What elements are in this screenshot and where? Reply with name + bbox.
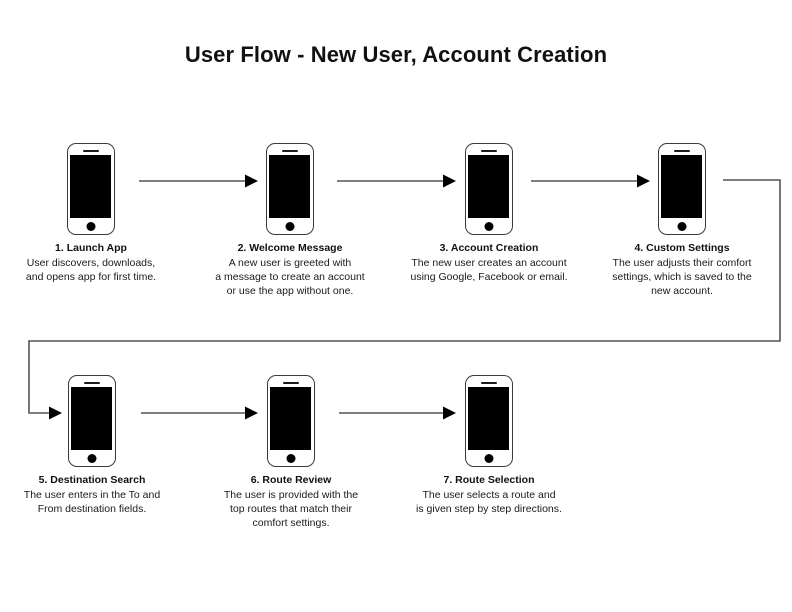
step-description-line: User discovers, downloads,	[26, 257, 156, 269]
step-description-line: using Google, Facebook or email.	[410, 271, 568, 283]
step-description-3: The new user creates an account using Go…	[397, 256, 581, 284]
phone-home-button-icon	[285, 222, 295, 231]
phone-home-button-icon	[484, 454, 494, 463]
step-description-6: The user is provided with the top routes…	[199, 488, 383, 530]
arrow-step5-to-step6	[141, 406, 258, 420]
step-caption-5: 5. Destination Search The user enters in…	[0, 473, 184, 516]
step-title-6: 6. Route Review	[250, 474, 332, 486]
step-description-line: The new user creates an account	[411, 257, 567, 269]
phone-screen	[468, 155, 510, 218]
phone-home-button-icon	[87, 454, 97, 463]
arrow-step3-to-step4	[531, 174, 650, 188]
phone-speaker-icon	[481, 382, 497, 385]
step-caption-3: 3. Account Creation The new user creates…	[397, 241, 581, 284]
smartphone-icon-step-2	[266, 143, 314, 235]
step-description-line: The user enters in the To and	[23, 489, 161, 501]
step-description-1: User discovers, downloads, and opens app…	[0, 256, 183, 284]
step-description-line: new account.	[651, 285, 713, 297]
phone-speaker-icon	[674, 150, 690, 153]
arrow-step1-to-step2	[139, 174, 258, 188]
phone-home-button-icon	[677, 222, 687, 231]
step-description-4: The user adjusts their comfort settings,…	[590, 256, 774, 298]
step-description-line: The user adjusts their comfort	[612, 257, 752, 269]
step-title-2: 2. Welcome Message	[237, 242, 343, 254]
step-title-3: 3. Account Creation	[439, 242, 539, 254]
page-title: User Flow - New User, Account Creation	[184, 42, 608, 67]
step-description-line: a message to create an account	[215, 271, 365, 283]
step-title-5: 5. Destination Search	[38, 474, 146, 486]
step-title-4: 4. Custom Settings	[634, 242, 730, 254]
arrow-step2-to-step3	[337, 174, 456, 188]
phone-speaker-icon	[83, 150, 99, 153]
step-caption-2: 2. Welcome Message A new user is greeted…	[198, 241, 382, 298]
smartphone-icon-step-7	[465, 375, 513, 467]
phone-speaker-icon	[282, 150, 298, 153]
step-title-7: 7. Route Selection	[443, 474, 535, 486]
smartphone-icon-step-3	[465, 143, 513, 235]
phone-home-button-icon	[86, 222, 96, 231]
phone-screen	[270, 387, 312, 450]
phone-screen	[468, 387, 510, 450]
phone-screen	[661, 155, 703, 218]
step-description-line: is given step by step directions.	[416, 503, 562, 515]
step-title-1: 1. Launch App	[55, 242, 127, 254]
step-caption-7: 7. Route Selection The user selects a ro…	[397, 473, 581, 516]
smartphone-icon-step-6	[267, 375, 315, 467]
phone-speaker-icon	[84, 382, 100, 385]
step-description-5: The user enters in the To and From desti…	[0, 488, 184, 516]
step-description-line: The user is provided with the	[223, 489, 359, 501]
step-description-line: and opens app for first time.	[25, 271, 157, 283]
step-description-2: A new user is greeted with a message to …	[198, 256, 382, 298]
step-description-line: The user selects a route and	[422, 489, 556, 501]
step-caption-6: 6. Route Review The user is provided wit…	[199, 473, 383, 530]
step-description-line: From destination fields.	[37, 503, 147, 515]
step-description-7: The user selects a route and is given st…	[397, 488, 581, 516]
phone-speaker-icon	[283, 382, 299, 385]
step-caption-1: 1. Launch App User discovers, downloads,…	[0, 241, 183, 284]
phone-home-button-icon	[484, 222, 494, 231]
arrow-step4-to-step5	[28, 179, 781, 420]
step-caption-4: 4. Custom Settings The user adjusts thei…	[590, 241, 774, 298]
step-description-line: or use the app without one.	[226, 285, 354, 297]
step-description-line: comfort settings.	[252, 517, 330, 529]
phone-screen	[70, 155, 112, 218]
phone-speaker-icon	[481, 150, 497, 153]
phone-screen	[71, 387, 113, 450]
phone-screen	[269, 155, 311, 218]
step-description-line: top routes that match their	[230, 503, 352, 515]
step-description-line: settings, which is saved to the	[612, 271, 752, 283]
step-description-line: A new user is greeted with	[228, 257, 352, 269]
smartphone-icon-step-5	[68, 375, 116, 467]
smartphone-icon-step-4	[658, 143, 706, 235]
smartphone-icon-step-1	[67, 143, 115, 235]
arrow-step6-to-step7	[339, 406, 456, 420]
phone-home-button-icon	[286, 454, 296, 463]
